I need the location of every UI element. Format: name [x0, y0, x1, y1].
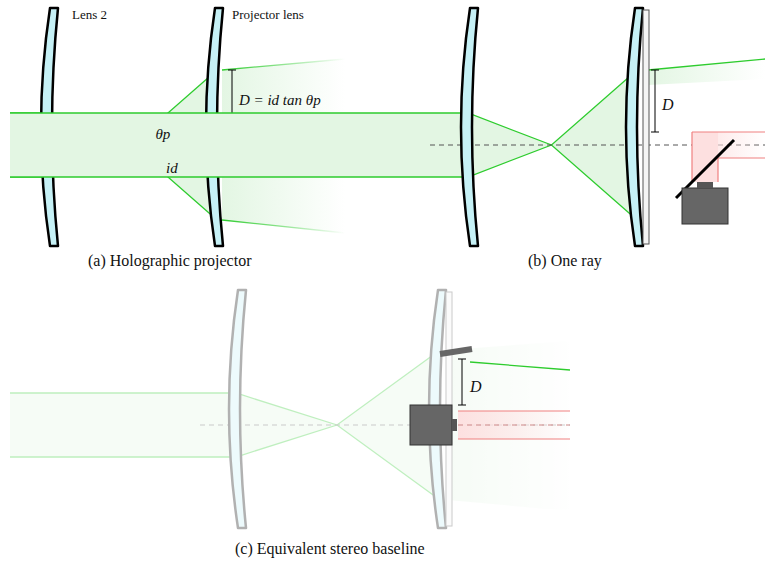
- faded-projector: [10, 290, 570, 528]
- camera-beam: [458, 411, 570, 439]
- beam-fill: [448, 341, 570, 511]
- beam-fill: [648, 59, 765, 85]
- ray: [10, 393, 440, 500]
- camera-ray: [692, 132, 765, 182]
- ray: [470, 362, 570, 370]
- lens: [229, 290, 246, 528]
- label: id: [166, 160, 178, 177]
- lens: [461, 8, 478, 246]
- projector-element: [440, 349, 472, 354]
- dimension-bracket: [458, 359, 466, 405]
- label: θp: [156, 126, 171, 143]
- camera-body: [682, 188, 728, 224]
- label: (a) Holographic projector: [88, 252, 251, 270]
- ray: [10, 70, 637, 177]
- label: (c) Equivalent stereo baseline: [235, 540, 425, 558]
- camera-lens: [452, 419, 457, 431]
- camera-beam: [692, 132, 718, 182]
- optical-axis: [458, 425, 570, 426]
- camera-body: [410, 405, 452, 445]
- ray: [10, 350, 440, 457]
- label: D: [470, 378, 482, 396]
- camera-ray: [458, 410, 570, 411]
- camera-lens: [697, 182, 713, 188]
- label: Projector lens: [232, 8, 304, 22]
- display-plate: [643, 10, 649, 244]
- camera-ray: [458, 438, 570, 439]
- label: (b) One ray: [528, 252, 602, 270]
- optical-axis: [200, 425, 570, 426]
- label: Lens 2: [72, 8, 107, 22]
- beam-fill: [10, 393, 337, 457]
- lens: [626, 8, 643, 246]
- ray: [222, 59, 345, 70]
- ray: [222, 220, 345, 233]
- label: D: [662, 96, 674, 114]
- dimension-bracket: [651, 70, 659, 132]
- ray: [10, 113, 637, 220]
- label: D = id tan θp: [239, 92, 321, 109]
- ray: [648, 59, 765, 70]
